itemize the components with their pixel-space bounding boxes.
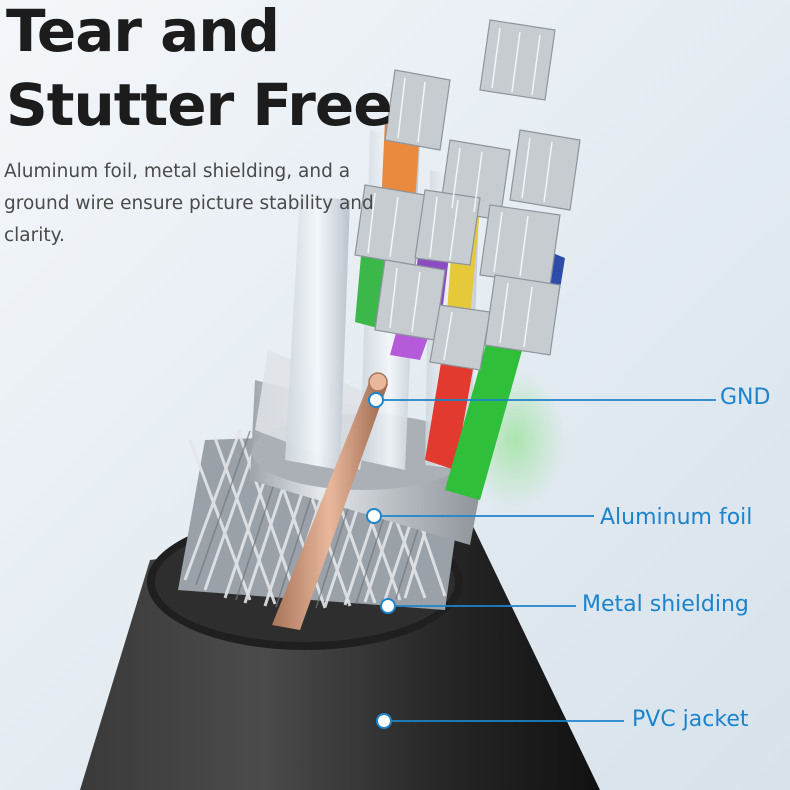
callout-dot-shield <box>380 598 396 614</box>
callout-label-gnd: GND <box>720 385 771 410</box>
callout-lines <box>374 399 716 722</box>
headline-line-2: Stutter Free <box>6 71 393 139</box>
callout-dot-gnd <box>368 392 384 408</box>
callout-label-aluminum-foil: Aluminum foil <box>600 505 753 530</box>
headline: Tear and Stutter Free <box>6 0 393 142</box>
callout-dots <box>366 392 396 729</box>
callout-label-pvc-jacket: PVC jacket <box>632 707 749 732</box>
callout-dot-foil <box>366 508 382 524</box>
description-text: Aluminum foil, metal shielding, and a gr… <box>4 161 374 246</box>
callout-dot-pvc <box>376 713 392 729</box>
callout-label-metal-shielding: Metal shielding <box>582 592 749 617</box>
ground-wire <box>272 372 388 630</box>
headline-line-1: Tear and <box>6 0 280 65</box>
